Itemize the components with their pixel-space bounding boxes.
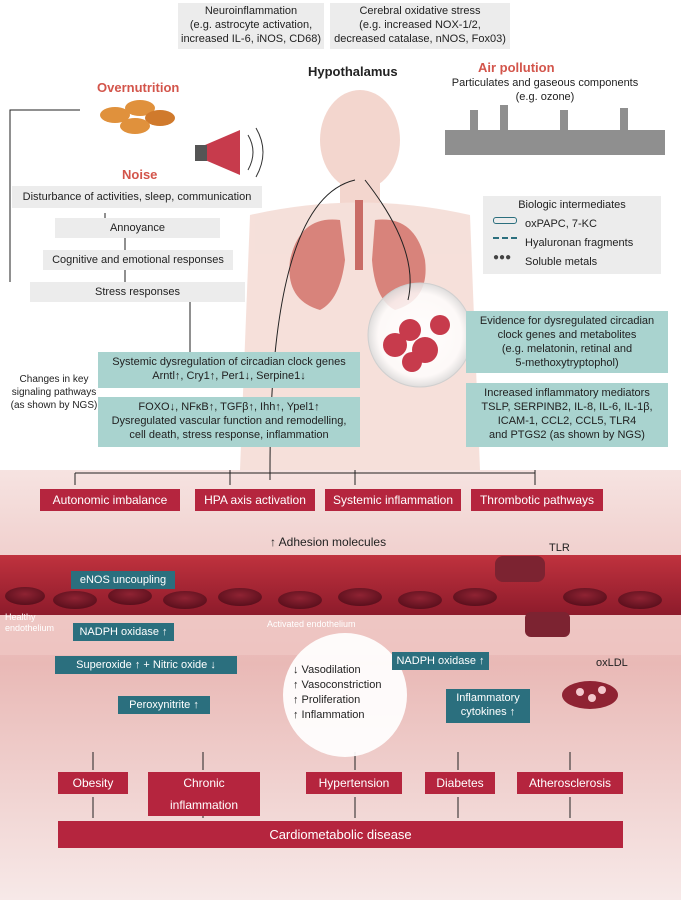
outcome-chronic-inflammation: Chronic inflammation — [148, 772, 260, 816]
oxidative-stress-box: Cerebral oxidative stress (e.g. increase… — [330, 3, 510, 49]
side-line: Changes in key — [19, 374, 89, 385]
air-line: (e.g. ozone) — [515, 91, 575, 103]
inflammatory-mediators-box: Increased inflammatory mediators TSLP, S… — [466, 383, 668, 447]
neuro-line: (e.g. astrocyte activation, — [189, 19, 313, 31]
signaling-changes-label: Changes in key signaling pathways (as sh… — [8, 373, 100, 412]
systemic-inflammation: Systemic inflammation — [325, 489, 461, 511]
signaling-pathways-box: FOXO↓, NFκB↑, TGFβ↑, Ihh↑, Ypel1↑ Dysreg… — [98, 397, 360, 447]
air-line: Particulates and gaseous components — [451, 77, 639, 89]
inflam-line: ICAM-1, CCL2, CCL5, TLR4 — [497, 415, 637, 427]
enos-uncoupling: eNOS uncoupling — [71, 571, 175, 589]
factory-illustration — [445, 105, 665, 155]
endothelial-effects: ↓ Vasodilation ↑ Vasoconstriction ↑ Prol… — [293, 663, 403, 723]
noise-step-annoyance: Annoyance — [55, 218, 220, 238]
circadian-evidence-box: Evidence for dysregulated circadian cloc… — [466, 311, 668, 373]
neuro-line: increased IL-6, iNOS, CD68) — [181, 33, 321, 45]
thrombotic-pathways: Thrombotic pathways — [471, 489, 603, 511]
adhesion-molecules: ↑ Adhesion molecules — [270, 535, 387, 549]
circadian-dysregulation-box: Systemic dysregulation of circadian cloc… — [98, 352, 360, 388]
circadian-line: Systemic dysregulation of circadian cloc… — [112, 356, 346, 368]
bio-title: Biologic intermediates — [518, 199, 626, 211]
nadph-oxidase-right: NADPH oxidase ↑ — [392, 652, 489, 670]
oxldl-label: oxLDL — [596, 657, 628, 669]
evidence-line: (e.g. melatonin, retinal and — [501, 343, 633, 355]
circadian-line: Arntl↑, Cry1↑, Per1↓, Serpine1↓ — [152, 370, 306, 382]
healthy-line: endothelium — [5, 623, 55, 633]
overnutrition-title: Overnutrition — [97, 80, 180, 95]
healthy-endothelium-label: Healthy endothelium — [5, 612, 54, 634]
inflam-line: and PTGS2 (as shown by NGS) — [489, 429, 645, 441]
activated-endothelium-label: Activated endothelium — [267, 619, 356, 629]
side-line: (as shown by NGS) — [10, 400, 98, 411]
evidence-line: clock genes and metabolites — [497, 329, 637, 341]
evidence-line: Evidence for dysregulated circadian — [479, 315, 655, 327]
bio-item: Hyaluronan fragments — [525, 237, 634, 249]
outcome-atherosclerosis: Atherosclerosis — [517, 772, 623, 794]
inflammatory-cytokines: Inflammatory cytokines ↑ — [446, 689, 530, 723]
inflam-line: Increased inflammatory mediators — [484, 387, 650, 399]
oxid-line: decreased catalase, nNOS, Fox03) — [334, 33, 506, 45]
foxo-line: Dysregulated vascular function and remod… — [111, 415, 347, 427]
bio-item: Soluble metals — [525, 256, 598, 268]
hpa-axis-activation: HPA axis activation — [195, 489, 315, 511]
tlr-label: TLR — [549, 542, 570, 554]
megaphone-illustration — [195, 127, 264, 178]
outcome-obesity: Obesity — [58, 772, 128, 794]
neuro-line: Neuroinflammation — [204, 5, 298, 17]
cytokines-line: Inflammatory — [456, 692, 520, 704]
bio-item: oxPAPC, 7-KC — [525, 218, 597, 230]
alveoli — [383, 315, 450, 372]
evidence-line: 5-methoxytryptophol) — [515, 357, 619, 369]
noise-step-cognitive: Cognitive and emotional responses — [43, 250, 233, 270]
air-pollution-sub: Particulates and gaseous components (e.g… — [430, 76, 660, 104]
healthy-line: Healthy — [5, 612, 36, 622]
foxo-line: cell death, stress response, inflammatio… — [129, 429, 329, 441]
autonomic-imbalance: Autonomic imbalance — [40, 489, 180, 511]
effect-line: ↓ Vasodilation — [293, 664, 361, 676]
outcome-hypertension: Hypertension — [306, 772, 402, 794]
effect-line: ↑ Vasoconstriction — [293, 679, 382, 691]
inflam-line: TSLP, SERPINB2, IL-8, IL-6, IL-1β, — [481, 401, 653, 413]
oxid-line: (e.g. increased NOX-1/2, — [359, 19, 481, 31]
hyaluronan-icon — [493, 237, 517, 241]
outcome-diabetes: Diabetes — [425, 772, 495, 794]
endothelial-cells — [5, 587, 662, 609]
foxo-line: FOXO↓, NFκB↑, TGFβ↑, Ihh↑, Ypel1↑ — [138, 401, 320, 413]
superoxide-nitric-oxide: Superoxide ↑ + Nitric oxide ↓ — [55, 656, 237, 674]
cytokines-line: cytokines ↑ — [460, 706, 516, 718]
cardiometabolic-disease: Cardiometabolic disease — [58, 821, 623, 848]
metals-icon: ●●● — [493, 252, 512, 263]
effect-line: ↑ Proliferation — [293, 694, 361, 706]
effect-line: ↑ Inflammation — [293, 709, 365, 721]
oxpapc-icon — [493, 217, 517, 224]
hypothalamus-label: Hypothalamus — [308, 64, 398, 79]
burgers-illustration — [100, 100, 175, 134]
biologic-intermediates-box: Biologic intermediates oxPAPC, 7-KC Hyal… — [483, 196, 661, 274]
side-line: signaling pathways — [11, 387, 97, 398]
nadph-oxidase-left: NADPH oxidase ↑ — [73, 623, 174, 641]
noise-step-disturbance: Disturbance of activities, sleep, commun… — [12, 186, 262, 208]
noise-title: Noise — [122, 167, 158, 182]
oxid-line: Cerebral oxidative stress — [359, 5, 481, 17]
air-pollution-title: Air pollution — [478, 60, 555, 75]
noise-step-stress: Stress responses — [30, 282, 245, 302]
neuroinflammation-box: Neuroinflammation (e.g. astrocyte activa… — [178, 3, 324, 49]
peroxynitrite: Peroxynitrite ↑ — [118, 696, 210, 714]
